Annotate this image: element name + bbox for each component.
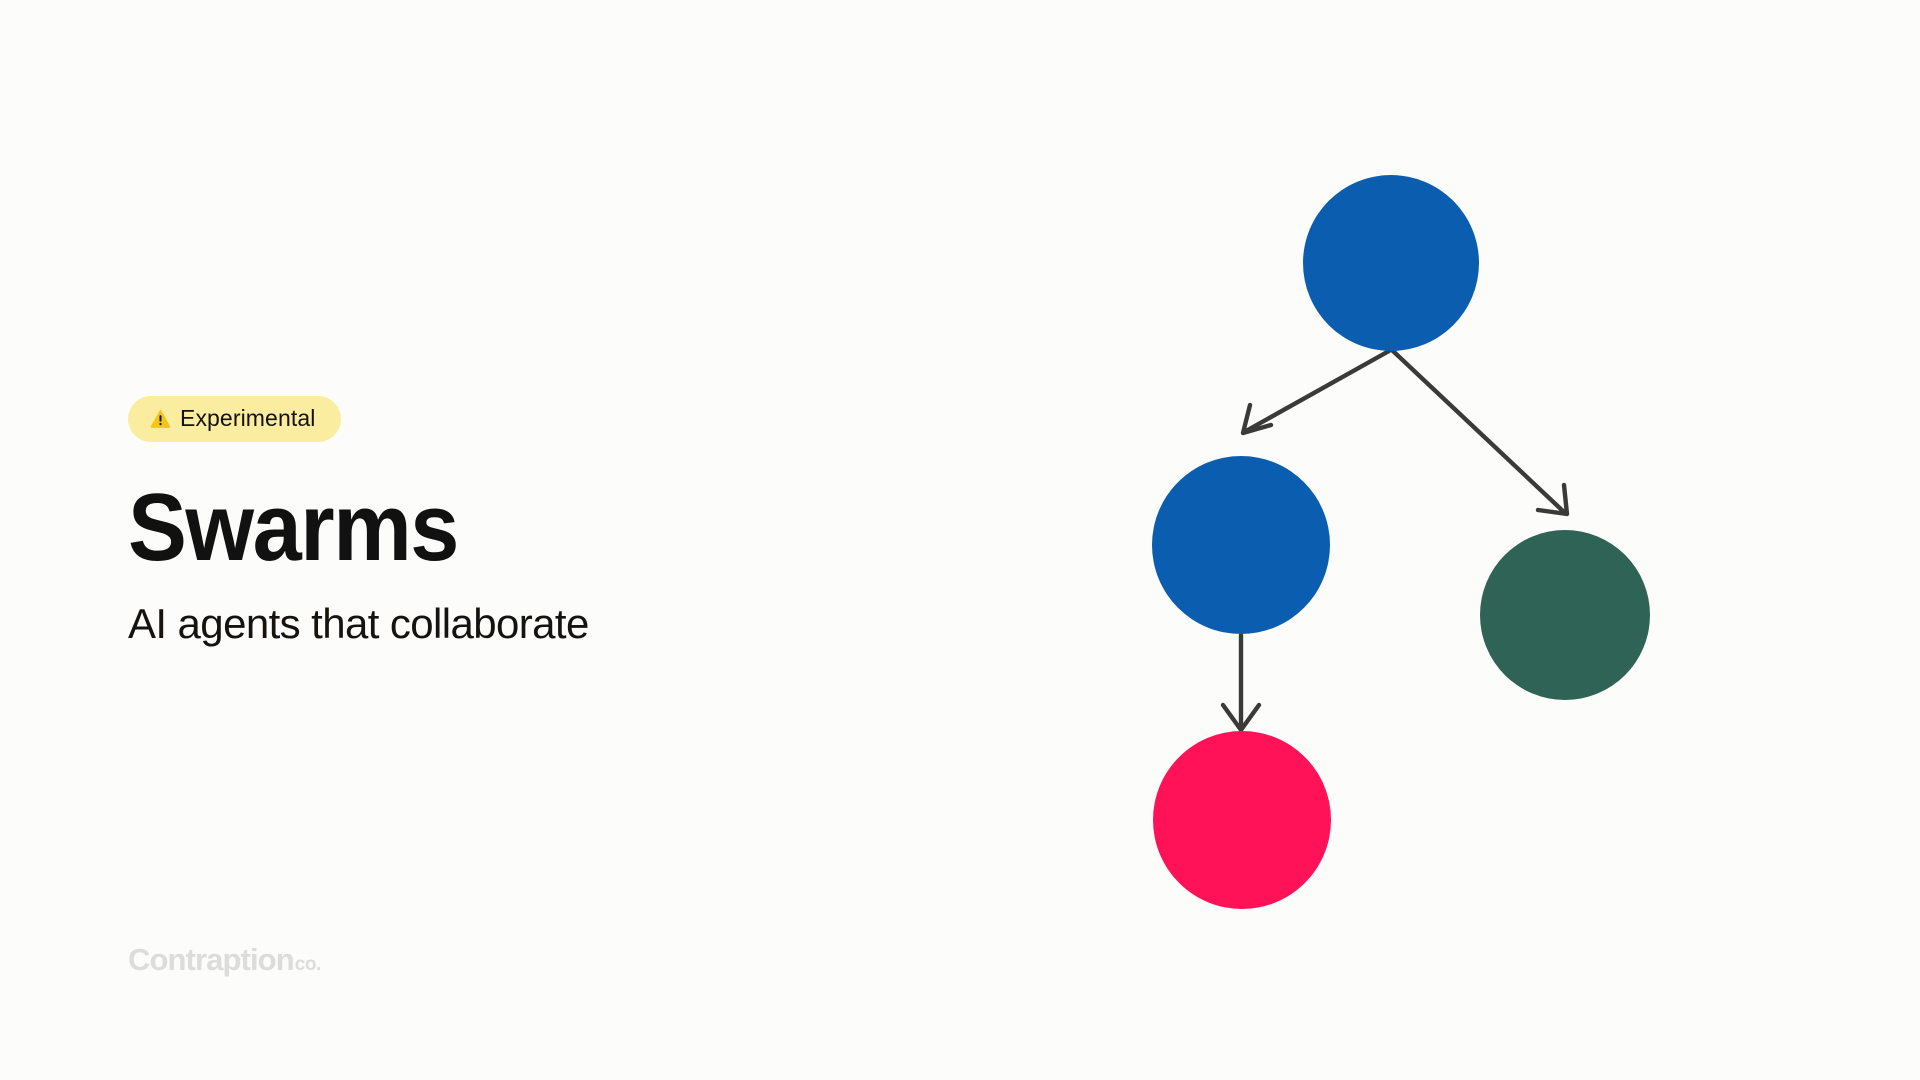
diagram-edges (1220, 348, 1570, 733)
agent-node-leaf-green[interactable] (1480, 530, 1650, 700)
status-badge-experimental: Experimental (128, 396, 342, 442)
agent-node-branch[interactable] (1152, 456, 1330, 634)
warning-triangle-icon (150, 409, 171, 428)
page-subtitle: AI agents that collaborate (128, 600, 589, 648)
arrow-root-to-leaf-green (1390, 348, 1570, 517)
brand-wordmark-suffix: co. (294, 954, 322, 975)
hero-text-column: Experimental Swarms AI agents that colla… (128, 396, 888, 648)
arrow-branch-to-leaf-pink (1220, 632, 1262, 733)
brand-wordmark: Contraption co. (128, 942, 321, 978)
agent-node-root[interactable] (1303, 175, 1479, 351)
diagram-nodes (1152, 175, 1650, 909)
status-badge-label: Experimental (180, 405, 316, 431)
arrow-root-to-branch (1240, 348, 1392, 436)
page-title: Swarms (128, 474, 459, 581)
agent-swarm-diagram (1080, 120, 1760, 960)
agent-node-leaf-pink[interactable] (1153, 731, 1331, 909)
brand-wordmark-name: Contraption (128, 942, 295, 977)
